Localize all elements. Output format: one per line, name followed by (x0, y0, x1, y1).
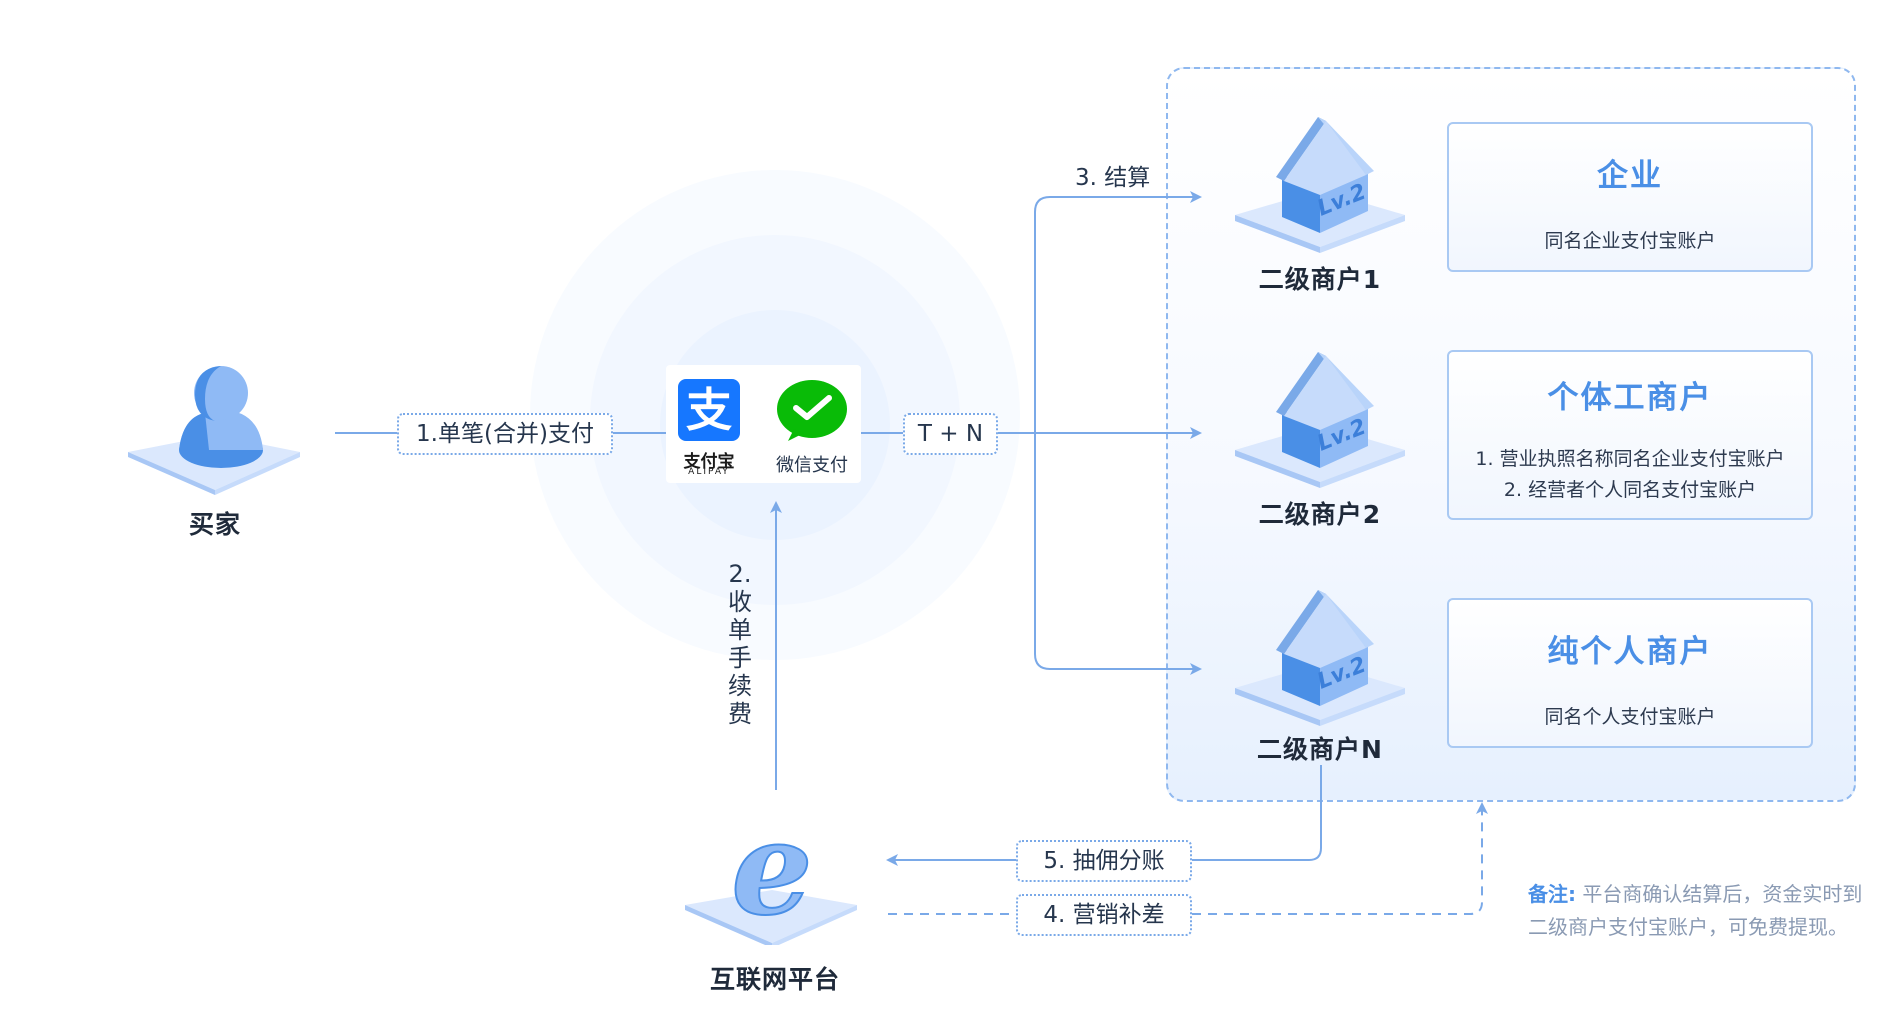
alipay-label: 支付宝 (683, 452, 735, 472)
wechat-pay-logo-icon (777, 380, 847, 441)
merchant-2-label: 二级商户2 (1258, 500, 1382, 529)
vertical-label-char: 2. (728, 560, 752, 588)
merchant-1-label: 二级商户1 (1258, 265, 1382, 294)
edge-to-merchant-n (1034, 433, 1202, 675)
svg-text:e: e (731, 805, 812, 944)
house-icon-merchant-n: Lv.2 (1235, 590, 1405, 726)
vertical-label-char: 续 (728, 672, 752, 700)
alipay-logo-glyph: 支 (686, 383, 732, 437)
edge-label-settlement: 3. 结算 (1075, 165, 1151, 191)
merchant-type-card-individual-business: 个体工商户 1. 营业执照名称同名企业支付宝账户 2. 经营者个人同名支付宝账户 (1447, 350, 1813, 520)
person-icon (128, 366, 300, 495)
vertical-label-char: 收 (728, 588, 752, 616)
wechat-pay-label: 微信支付 (776, 455, 848, 476)
merchant-type-title: 纯个人商户 (1547, 634, 1713, 670)
merchant-type-desc: 1. 营业执照名称同名企业支付宝账户 (1475, 448, 1785, 470)
edge-label-marketing-subsidy: 4. 营销补差 (1016, 894, 1192, 936)
note-text: 平台商确认结算后，资金实时到二级商户支付宝账户，可免费提现。 (1528, 882, 1863, 939)
merchant-type-card-enterprise: 企业 同名企业支付宝账户 (1447, 122, 1813, 272)
buyer-label: 买家 (188, 510, 241, 539)
edge-label-t-plus-n: T + N (903, 413, 998, 455)
edge-to-merchant-1 (1034, 191, 1202, 433)
merchant-type-title: 个体工商户 (1547, 380, 1713, 416)
edge-label-single-payment: 1.单笔(合并)支付 (397, 413, 613, 455)
note-prefix: 备注: (1528, 882, 1576, 906)
vertical-label-char: 费 (728, 700, 752, 728)
house-icon-merchant-2: Lv.2 (1235, 352, 1405, 488)
merchant-type-title: 企业 (1597, 158, 1663, 194)
settlement-note: 备注: 平台商确认结算后，资金实时到二级商户支付宝账户，可免费提现。 (1528, 878, 1868, 944)
edge-marketing-subsidy (888, 802, 1488, 915)
alipay-logo-icon: 支 (678, 379, 740, 441)
edge-label-collection-fee: 2.收单手续费 (722, 560, 758, 728)
merchant-type-card-individual: 纯个人商户 同名个人支付宝账户 (1447, 598, 1813, 748)
vertical-label-char: 手 (728, 644, 752, 672)
merchant-type-desc: 同名企业支付宝账户 (1544, 230, 1716, 252)
edge-commission-split (886, 765, 1322, 866)
payment-methods-card: 支 支付宝 ALIPAY 微信支付 (666, 365, 861, 483)
merchant-type-desc: 2. 经营者个人同名支付宝账户 (1503, 479, 1757, 501)
merchant-type-desc: 同名个人支付宝账户 (1544, 706, 1716, 728)
edge-label-commission-split: 5. 抽佣分账 (1016, 840, 1192, 882)
merchant-n-label: 二级商户N (1257, 735, 1383, 764)
platform-e-icon: e (685, 805, 857, 945)
house-icon-merchant-1: Lv.2 (1235, 117, 1405, 253)
vertical-label-char: 单 (728, 616, 752, 644)
alipay-sublabel: ALIPAY (688, 467, 730, 477)
platform-label: 互联网平台 (709, 965, 840, 994)
